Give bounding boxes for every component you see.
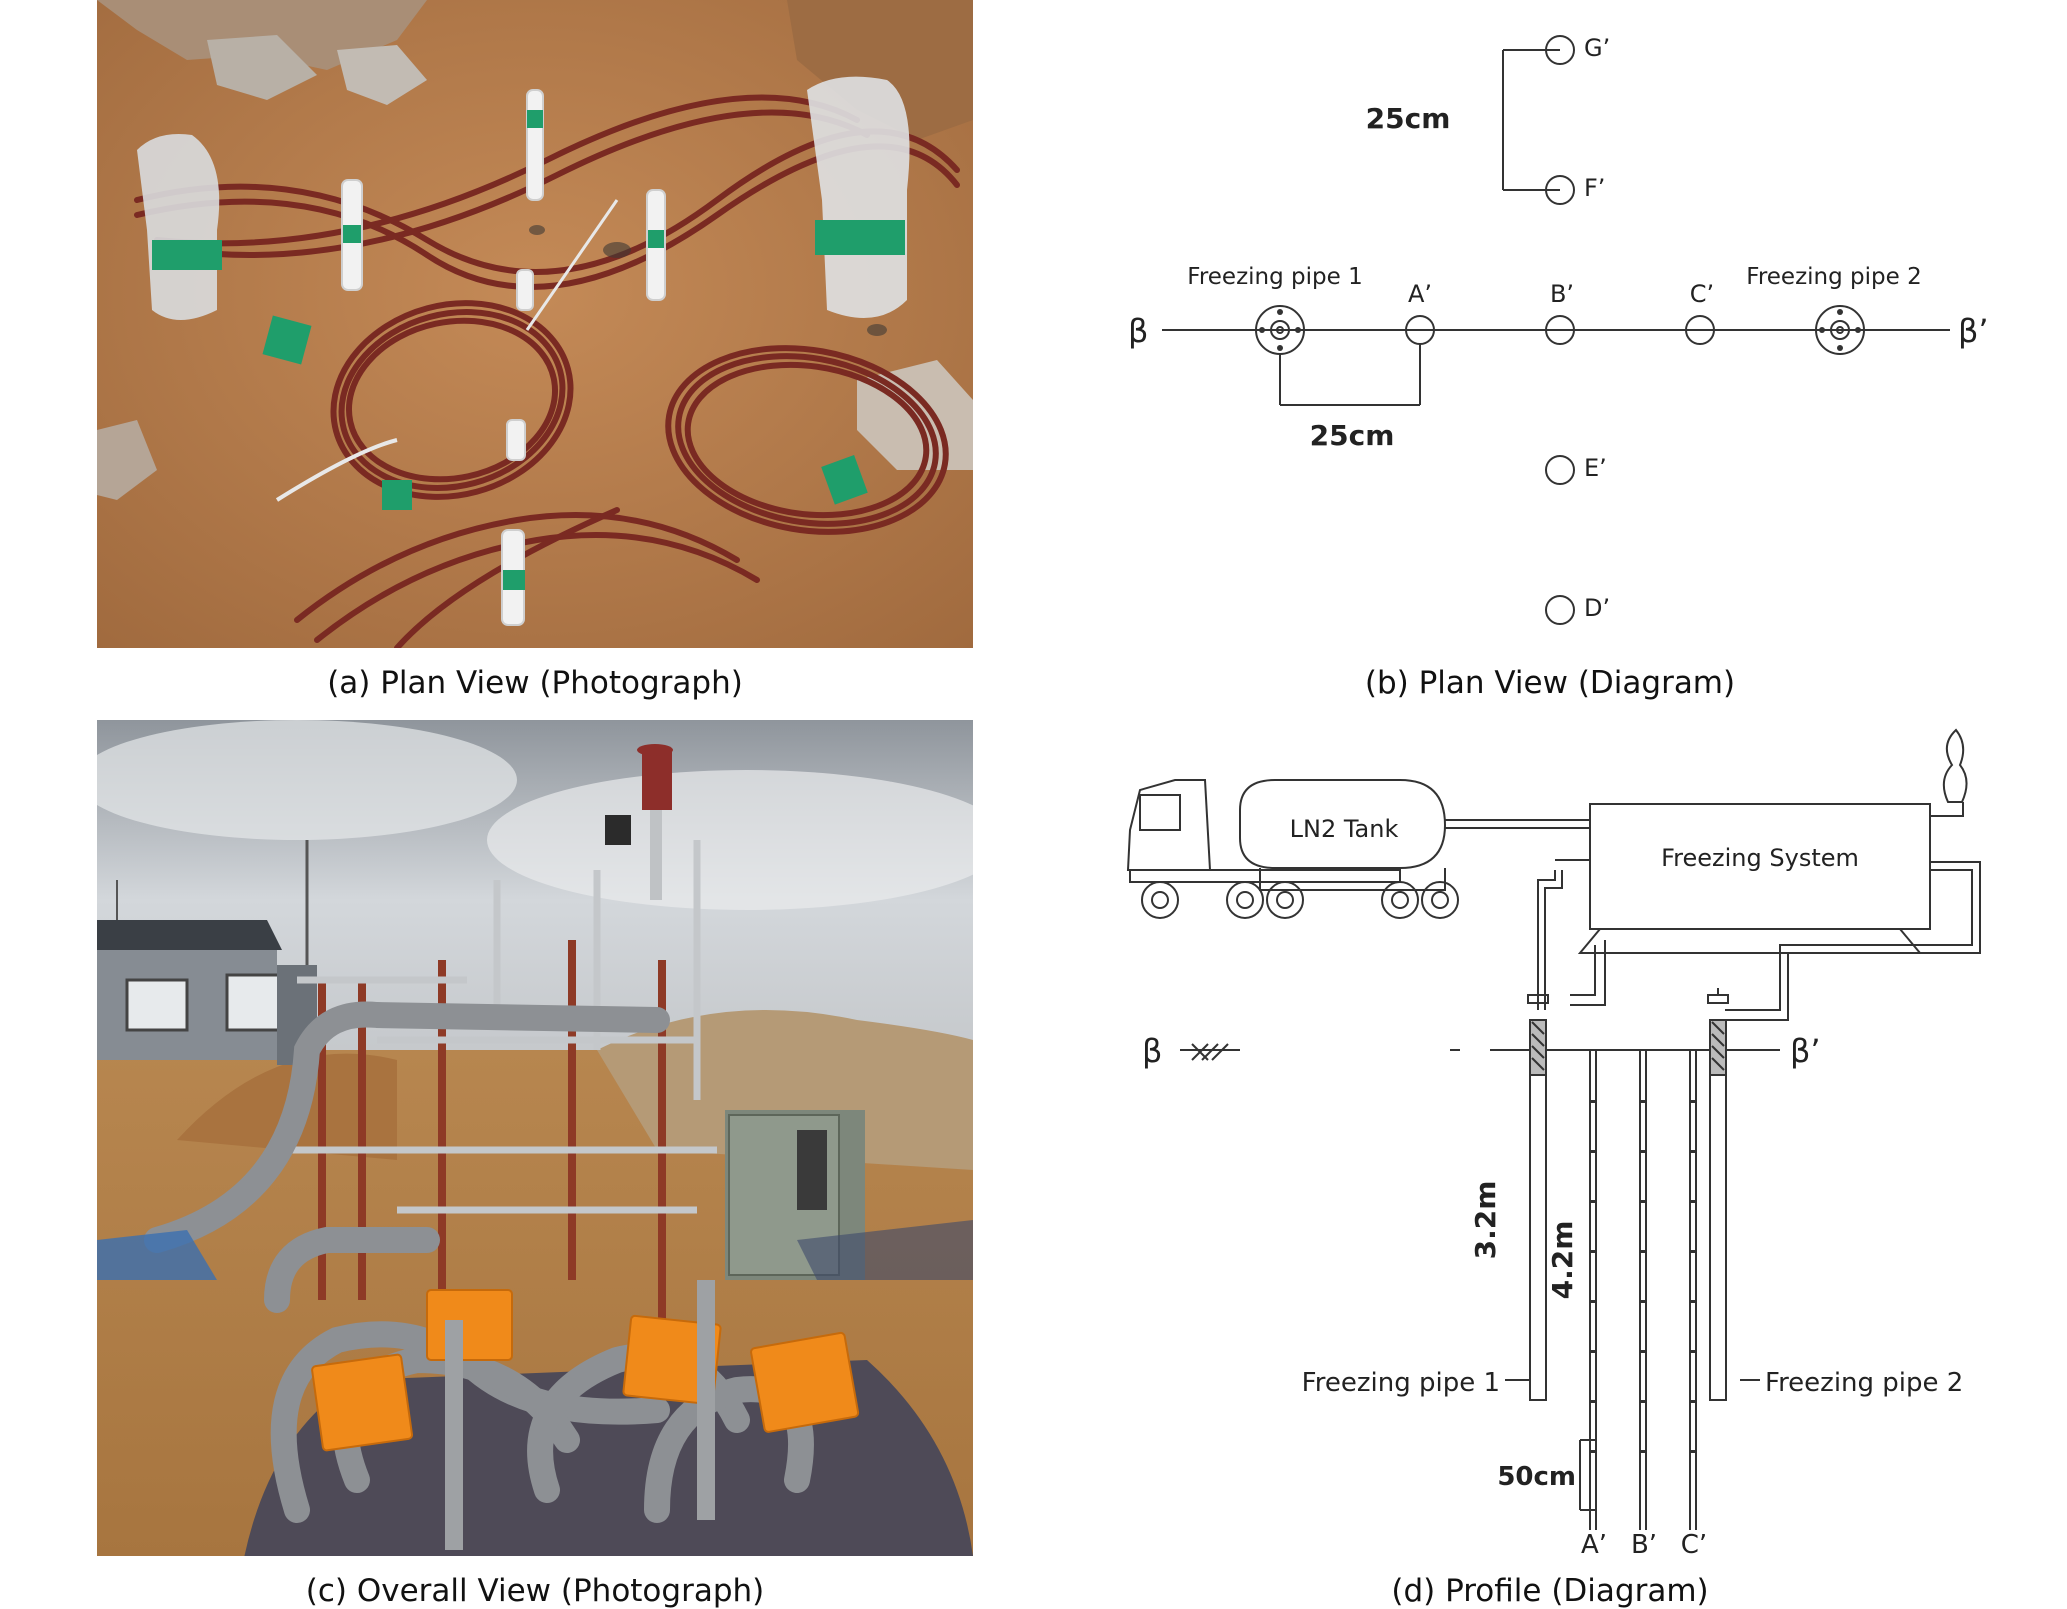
truck-cab [1126, 779, 1212, 871]
label-c: C’ [1690, 280, 1714, 308]
label-c: C’ [1681, 1530, 1707, 1560]
label-a: A’ [1581, 1530, 1607, 1560]
label-beta: β [1142, 1032, 1162, 1070]
label-b: B’ [1550, 280, 1574, 308]
sensor-d [1545, 595, 1575, 625]
label-beta: β [1128, 312, 1148, 350]
freezing-pipe-1 [1529, 1019, 1547, 1401]
sensor-e [1545, 455, 1575, 485]
label-g: G’ [1584, 34, 1610, 62]
caption-d: (d) Profile (Diagram) [1391, 1573, 1709, 1609]
label-depth-3-2m: 3.2m [1469, 1181, 1502, 1260]
label-beta-prime: β’ [1958, 312, 1989, 350]
label-freezing-pipe-1: Freezing pipe 1 [1302, 1368, 1500, 1398]
label-freezing-system: Freezing System [1661, 844, 1859, 872]
diagram-plan-view: G’ F’ 25cm Freezing pipe 1 Freezing pipe… [1100, 0, 2067, 650]
photo-plan-view [97, 0, 973, 648]
ln2-tank [1239, 779, 1447, 869]
caption-b: (b) Plan View (Diagram) [1364, 665, 1736, 701]
diagram-profile: LN2 Tank Freezing System β β’ 3.2m 4.2m … [1100, 720, 2067, 1565]
freezing-system-box [1589, 803, 1931, 930]
caption-a: (a) Plan View (Photograph) [327, 665, 743, 701]
label-b: B’ [1631, 1530, 1657, 1560]
freezing-pipe-2-symbol [1815, 305, 1865, 355]
label-freezing-pipe-1: Freezing pipe 1 [1187, 264, 1362, 290]
label-f: F’ [1584, 174, 1605, 202]
label-d: D’ [1584, 594, 1610, 622]
label-freezing-pipe-2: Freezing pipe 2 [1746, 264, 1921, 290]
label-ln2-tank: LN2 Tank [1290, 815, 1399, 843]
freezing-pipe-2 [1709, 1019, 1727, 1401]
caption-c: (c) Overall View (Photograph) [305, 1573, 765, 1609]
photo-overall-view [97, 720, 973, 1556]
label-beta-prime: β’ [1790, 1032, 1821, 1070]
label-e: E’ [1584, 454, 1607, 482]
sensor-g [1545, 35, 1575, 65]
sensor-f [1545, 175, 1575, 205]
dim-label-top: 25cm [1366, 102, 1451, 135]
label-spacing: 50cm [1497, 1462, 1576, 1492]
sensor-b [1545, 315, 1575, 345]
label-a: A’ [1408, 280, 1432, 308]
sensor-c [1685, 315, 1715, 345]
label-freezing-pipe-2: Freezing pipe 2 [1765, 1368, 1963, 1398]
dim-label-bottom: 25cm [1310, 419, 1395, 452]
label-depth-4-2m: 4.2m [1546, 1221, 1579, 1300]
